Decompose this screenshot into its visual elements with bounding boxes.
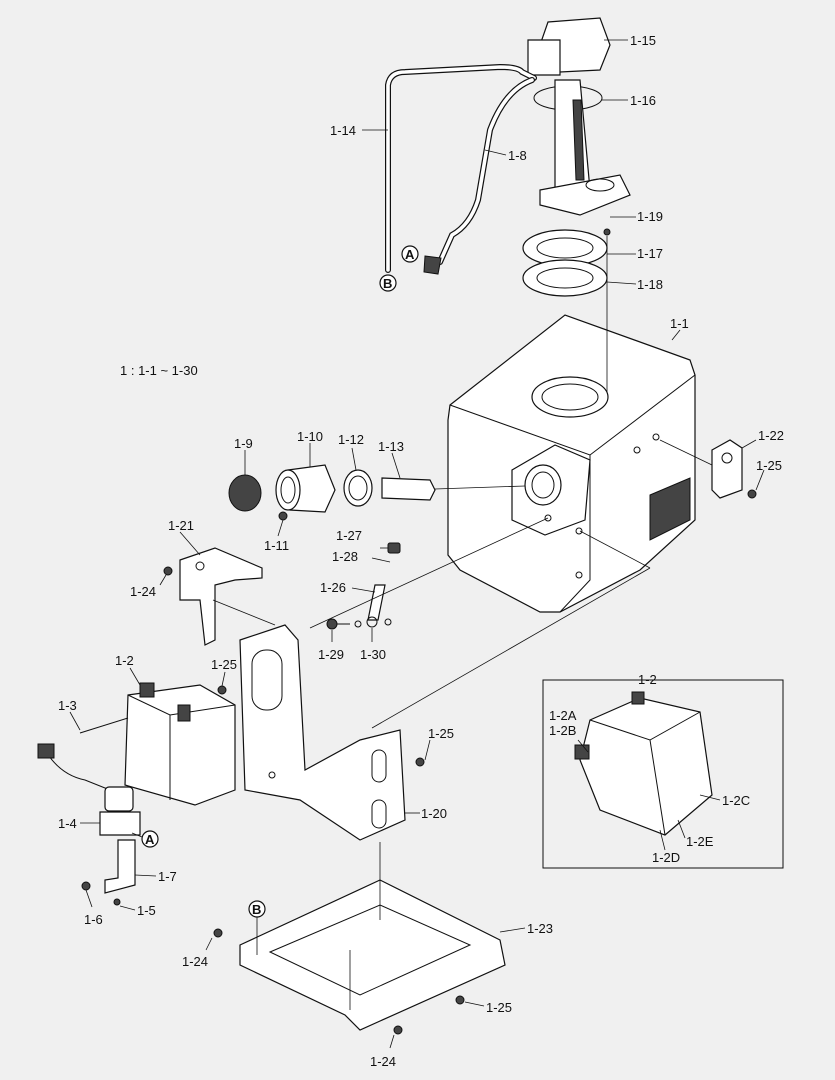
ref-b-top: B — [383, 276, 392, 291]
label-1-14: 1-14 — [330, 123, 356, 138]
label-1-28: 1-28 — [332, 549, 358, 564]
label-1-6: 1-6 — [84, 912, 103, 927]
bracket-1-21 — [163, 547, 263, 646]
label-1-25-c: 1-25 — [428, 726, 454, 741]
label-1-29: 1-29 — [318, 647, 344, 662]
dosing-module — [79, 682, 236, 806]
bracket-1-22 — [659, 439, 757, 499]
label-1-24-b: 1-24 — [182, 954, 208, 969]
ref-a-circle-bottom — [141, 830, 159, 848]
ref-b-circle-top — [379, 274, 397, 292]
label-1-7: 1-7 — [158, 869, 177, 884]
label-1-26: 1-26 — [320, 580, 346, 595]
label-1-13: 1-13 — [378, 439, 404, 454]
inset-box — [542, 679, 784, 869]
label-inset-1-2: 1-2 — [638, 672, 657, 687]
label-1-22: 1-22 — [758, 428, 784, 443]
label-1-25-b: 1-25 — [211, 657, 237, 672]
label-1-8: 1-8 — [508, 148, 527, 163]
label-1-2D: 1-2D — [652, 850, 680, 865]
filler-neck-parts — [228, 464, 526, 521]
ref-a-bottom: A — [145, 832, 155, 847]
base-plate — [213, 842, 506, 1035]
label-1-2: 1-2 — [115, 653, 134, 668]
label-1-18: 1-18 — [637, 277, 663, 292]
label-1-30: 1-30 — [360, 647, 386, 662]
label-1-23: 1-23 — [527, 921, 553, 936]
bracket-1-20 — [217, 624, 425, 841]
drain-parts — [326, 542, 401, 630]
ref-a-top: A — [405, 247, 415, 262]
label-1-16: 1-16 — [630, 93, 656, 108]
label-1-24-c: 1-24 — [370, 1054, 396, 1069]
tank — [447, 314, 696, 613]
label-1-11: 1-11 — [264, 538, 289, 553]
label-1-21: 1-21 — [168, 518, 194, 533]
label-1-19: 1-19 — [637, 209, 663, 224]
label-1-2E: 1-2E — [686, 834, 714, 849]
sender-unit — [527, 17, 631, 216]
diagram-title: 1 : 1-1 ~ 1-30 — [120, 363, 198, 378]
label-1-20: 1-20 — [421, 806, 447, 821]
label-1-15: 1-15 — [630, 33, 656, 48]
assembly-lines — [212, 517, 651, 729]
flange-parts — [522, 228, 611, 392]
label-1-24-a: 1-24 — [130, 584, 156, 599]
label-1-17: 1-17 — [637, 246, 663, 261]
ref-b-bottom: B — [252, 902, 261, 917]
reference-markers: A B A B — [131, 245, 419, 955]
label-1-4: 1-4 — [58, 816, 77, 831]
callouts: 1-15 1-16 1-14 1-8 1-19 1-17 1-18 1-1 1-… — [58, 33, 784, 1069]
ref-a-circle-top — [401, 245, 419, 263]
label-1-25-a: 1-25 — [756, 458, 782, 473]
label-1-10: 1-10 — [297, 429, 323, 444]
label-1-5: 1-5 — [137, 903, 156, 918]
label-1-9: 1-9 — [234, 436, 253, 451]
label-1-12: 1-12 — [338, 432, 364, 447]
label-1-3: 1-3 — [58, 698, 77, 713]
label-1-2B: 1-2B — [549, 723, 576, 738]
label-1-2C: 1-2C — [722, 793, 750, 808]
label-1-27: 1-27 — [336, 528, 362, 543]
label-1-25-d: 1-25 — [486, 1000, 512, 1015]
label-1-1: 1-1 — [670, 316, 689, 331]
solenoid-valve — [37, 743, 141, 906]
label-1-2A: 1-2A — [549, 708, 577, 723]
hoses — [385, 63, 537, 275]
